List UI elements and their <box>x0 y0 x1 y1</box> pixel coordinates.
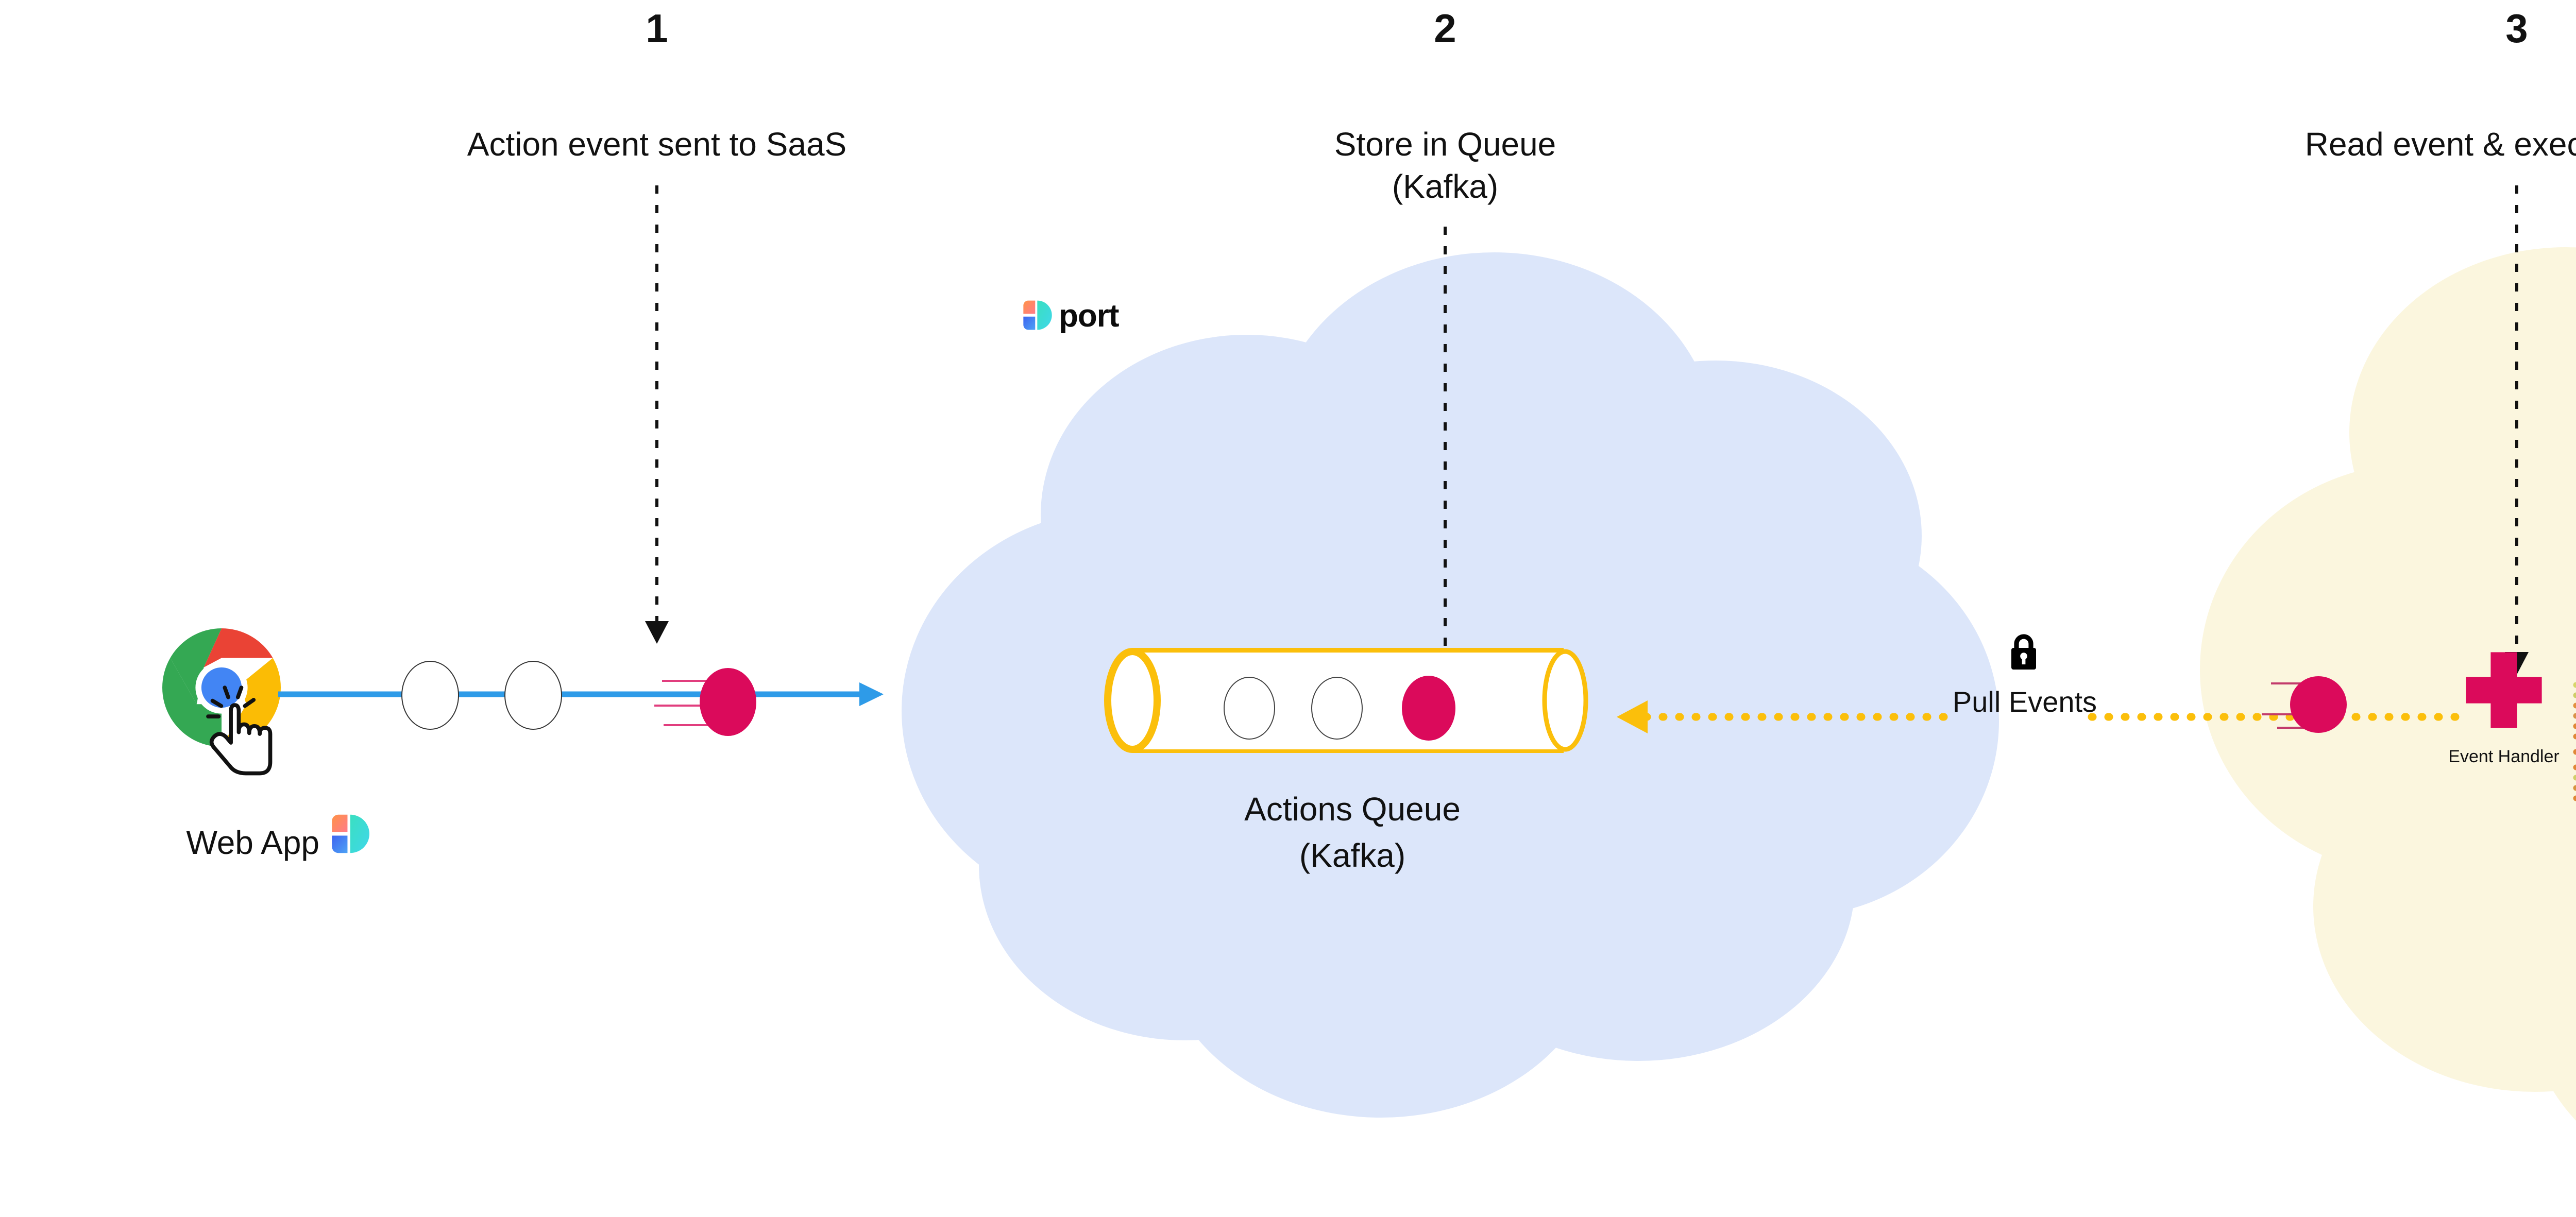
step-1-number: 1 <box>646 6 668 51</box>
step-1-pointer <box>645 185 669 644</box>
event-token-active <box>654 668 756 736</box>
pull-events-label: Pull Events <box>1952 685 2097 718</box>
pull-events-arrow <box>1617 700 2467 733</box>
actions-queue-sublabel: (Kafka) <box>1299 837 1406 874</box>
port-brand-label: port <box>1059 298 1120 334</box>
runner-connectors <box>2573 682 2576 801</box>
queue-slot-empty <box>1311 677 1363 740</box>
web-app-label: Web App <box>186 824 319 861</box>
action-event-flow-line <box>278 682 884 706</box>
plus-cross-icon[interactable] <box>2463 649 2545 731</box>
lock-icon <box>2011 634 2036 670</box>
event-token-empty <box>401 661 459 730</box>
queue-slot-empty <box>1224 677 1275 740</box>
port-logo-icon <box>1023 300 1052 330</box>
step-1-caption: Action event sent to SaaS <box>467 126 847 163</box>
step-3-number: 3 <box>2505 6 2528 51</box>
step-3-caption: Read event & execute runner <box>2304 126 2576 163</box>
step-2-caption-sub: (Kafka) <box>1392 168 1499 205</box>
step-2-pointer <box>1433 227 1457 675</box>
pulled-event-token <box>2262 676 2347 733</box>
port-logo-icon <box>332 814 369 853</box>
click-cursor-icon <box>206 685 273 776</box>
queue-slot-filled <box>1402 676 1455 741</box>
step-2-caption: Store in Queue <box>1334 126 1556 163</box>
step-2-number: 2 <box>1434 6 1456 51</box>
event-handler-label: Event Handler <box>2448 747 2560 766</box>
actions-queue-label: Actions Queue <box>1244 791 1461 828</box>
event-token-empty <box>504 661 562 730</box>
